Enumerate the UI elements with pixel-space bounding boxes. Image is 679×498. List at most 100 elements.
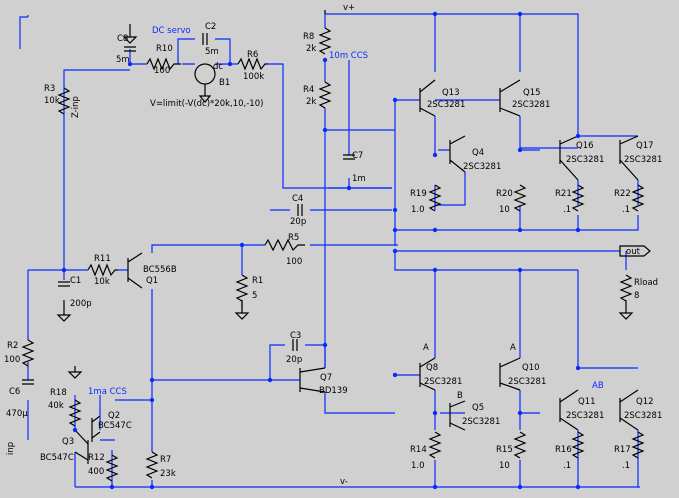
label-parts-Q1-name: Q1: [146, 276, 158, 286]
label-parts-Q5-name: Q5: [472, 403, 484, 413]
label-parts-Q11-value: 2SC3281: [566, 411, 604, 421]
label-parts-R10-name: R10: [156, 44, 173, 54]
label-parts-R6-name: R6: [247, 50, 258, 60]
label-parts-R14-name: R14: [410, 445, 427, 455]
net-inp: inp: [6, 442, 16, 455]
label-parts-R22-value: .1: [622, 205, 630, 215]
transistor-Q12: [619, 389, 639, 431]
label-parts-C8-value: 5m: [116, 55, 130, 65]
transistor-Q15: [499, 79, 521, 117]
label-parts-R17-value: .1: [622, 461, 630, 471]
label-parts-C3-name: C3: [290, 331, 301, 341]
label-parts-R3-name: R3: [44, 84, 55, 94]
label-parts-R11-value: 10k: [94, 277, 110, 287]
label-parts-C2-value: 5m: [205, 47, 219, 57]
label-parts-C1-name: C1: [70, 276, 81, 286]
transistor-Q3: [74, 429, 89, 464]
net-A1: A: [423, 343, 429, 353]
label-parts-Q16-value: 2SC3281: [566, 155, 604, 165]
label-parts-R12-value: 400: [88, 467, 104, 477]
label-parts-R21-value: .1: [563, 205, 571, 215]
components: [22, 10, 651, 482]
net-AB: AB: [592, 381, 604, 391]
label-parts-R15-value: 10: [499, 461, 510, 471]
resistor-R6: [237, 57, 268, 71]
label-parts-Q13-name: Q13: [442, 88, 460, 98]
resistor-R1: [236, 274, 248, 302]
label-parts-R10-value: 100: [154, 66, 170, 76]
capacitor-C1: [58, 281, 70, 287]
label-parts-C3-value: 20p: [286, 355, 302, 365]
label-parts-R19-value: 1.0: [411, 205, 425, 215]
label-parts-B1-name: B1: [219, 78, 230, 88]
label-parts-R1-value: 5: [252, 291, 257, 301]
ccs-1ma-note: 1ma CCS: [88, 387, 127, 397]
transistor-Q5: [449, 400, 466, 431]
transistor-Q8: [419, 357, 436, 391]
label-parts-Q2-value: BC547C: [98, 421, 132, 431]
label-parts-Q7-value: BD139: [319, 386, 348, 396]
net-A2: A: [510, 343, 516, 353]
label-parts-R11-name: R11: [94, 254, 111, 264]
transistor-Q11: [559, 389, 579, 431]
b1-expression: V=limit(-V(dc)*20k,10,-10): [150, 99, 263, 109]
resistor-R5: [264, 238, 305, 252]
label-parts-C4-name: C4: [292, 194, 303, 204]
label-parts-R20-value: 10: [499, 205, 510, 215]
net-out: out: [626, 247, 641, 257]
label-parts-C6-name: C6: [9, 387, 20, 397]
label-parts-Q5-value: 2SC3281: [462, 417, 500, 427]
label-parts-R7-name: R7: [160, 455, 171, 465]
label-parts-R1-name: R1: [252, 276, 263, 286]
label-parts-Q8-value: 2SC3281: [424, 377, 462, 387]
label-parts-Q10-name: Q10: [522, 363, 540, 373]
label-parts-Q13-value: 2SC3281: [427, 100, 465, 110]
transistor-Q10: [499, 357, 521, 391]
label-parts-Q7-name: Q7: [320, 373, 332, 383]
label-parts-C4-value: 20p: [290, 217, 306, 227]
label-parts-R5-value: 100: [286, 257, 302, 267]
dc-servo-note: DC servo: [152, 26, 191, 36]
transistor-Q16: [559, 135, 579, 181]
label-parts-R18-name: R18: [50, 388, 67, 398]
label-parts-Q17-name: Q17: [636, 141, 654, 151]
label-parts-Q4-value: 2SC3281: [463, 162, 501, 172]
label-parts-Q17-value: 2SC3281: [624, 155, 662, 165]
label-parts-R14-value: 1.0: [411, 461, 425, 471]
label-parts-Q8-name: Q8: [426, 363, 438, 373]
label-parts-Q1-value: BC556B: [143, 265, 177, 275]
label-parts-Q15-value: 2SC3281: [512, 100, 550, 110]
label-parts-R16-value: .1: [563, 461, 571, 471]
label-parts-Q3-name: Q3: [62, 437, 74, 447]
capacitor-C2: [202, 33, 208, 45]
label-parts-R2-value: 100: [4, 355, 20, 365]
capacitor-C7: [343, 154, 355, 160]
label-parts-Q4-name: Q4: [472, 148, 484, 158]
label-parts-C8-name: C8: [117, 34, 128, 44]
transistor-Q1: [127, 252, 143, 289]
label-parts-Q15-name: Q15: [523, 88, 541, 98]
label-parts-Q12-name: Q12: [636, 397, 654, 407]
label-parts-C1-value: 200p: [70, 299, 92, 309]
label-parts-R18-value: 40k: [48, 401, 64, 411]
label-parts-R4-value: 2k: [306, 97, 316, 107]
capacitor-C4: [297, 204, 303, 216]
resistor-Rload: [620, 274, 632, 302]
label-parts-R6-value: 100k: [243, 72, 264, 82]
label-parts-Q3-value: BC547C: [40, 453, 74, 463]
transistor-Q13: [419, 79, 436, 117]
ccs-10m-note: 10m CCS: [329, 51, 368, 61]
label-parts-R16-name: R16: [555, 445, 572, 455]
dc-node: dc: [213, 62, 223, 72]
label-parts-C7-name: C7: [352, 151, 363, 161]
label-parts-Q10-value: 2SC3281: [508, 377, 546, 387]
label-parts-Q12-value: 2SC3281: [624, 411, 662, 421]
resistor-R15: [514, 431, 526, 459]
resistor-R7: [146, 451, 158, 479]
label-parts-R19-name: R19: [410, 189, 427, 199]
label-parts-Q16-name: Q16: [576, 141, 594, 151]
resistor-R14: [429, 431, 441, 459]
label-parts-C2-name: C2: [205, 22, 216, 32]
label-parts-R4-name: R4: [303, 85, 314, 95]
